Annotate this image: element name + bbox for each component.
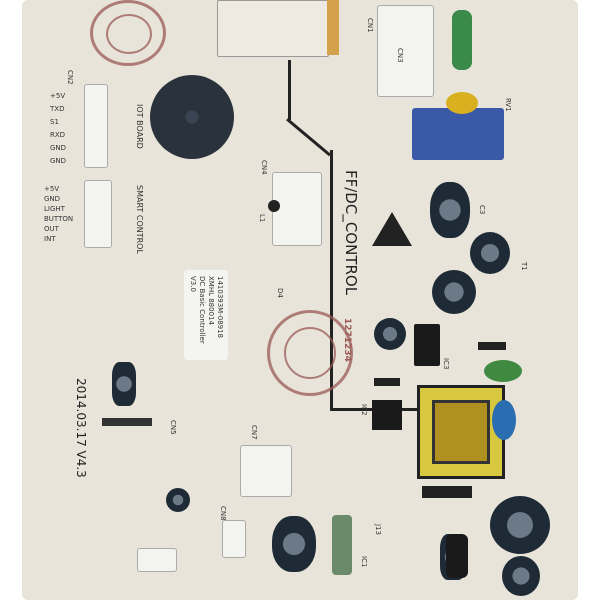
capacitor [374, 318, 406, 350]
cn5-connector[interactable] [137, 548, 177, 572]
bridge-rectifier [372, 400, 402, 430]
diode [478, 342, 506, 350]
silk-j13: J13 [374, 524, 382, 535]
inspection-stamp [90, 0, 166, 66]
inspection-stamp [267, 310, 353, 396]
silk-ic3: IC3 [442, 358, 450, 370]
smart-pin-labels: +5V GND LIGHT BUTTON OUT INT [44, 184, 73, 244]
capacitor [272, 516, 316, 572]
trace [286, 118, 331, 157]
transistor [446, 534, 468, 578]
diode [374, 378, 400, 386]
label-line: XMHL 880014 [207, 276, 215, 325]
capacitor [470, 232, 510, 274]
silk-rv1: RV1 [504, 98, 512, 112]
ic-chip [414, 324, 440, 366]
warning-triangle-icon [372, 212, 412, 246]
silk-l1: L1 [258, 214, 266, 223]
stamp-text: 1271234 [342, 318, 352, 362]
product-label [184, 270, 228, 360]
smart-control-connector[interactable] [84, 180, 112, 248]
pin-header[interactable] [102, 418, 152, 426]
relay [217, 0, 329, 57]
silk-cn8: CN8 [219, 506, 227, 521]
buzzer [150, 75, 234, 159]
pin-label: GND [44, 195, 61, 203]
silk-d4: D4 [276, 288, 284, 298]
label-line: V3.0 [189, 276, 197, 292]
label-line: 1410393M-08918 [216, 276, 224, 339]
silk-cn7: CN7 [250, 425, 258, 440]
pin-label: BUTTON [44, 215, 74, 223]
silk-ic2: IC2 [360, 404, 368, 416]
pin-label: +5V [50, 92, 66, 100]
pin-label: GND [50, 157, 67, 165]
pin-label: INT [44, 235, 56, 243]
date-version: 2014.03.17 V4.3 [74, 378, 88, 478]
product-label-text: 1410393M-08918 XMHL 880014 DC Basic Cont… [188, 276, 224, 344]
silk-cn5: CN5 [169, 420, 177, 435]
iot-connector-name: IOT BOARD [135, 104, 144, 149]
silk-cn1: CN1 [366, 18, 374, 33]
capacitor [490, 496, 550, 554]
capacitor [112, 362, 136, 406]
pin-label: GND [50, 144, 67, 152]
silk-ic1: IC1 [360, 556, 368, 568]
diode [422, 486, 472, 498]
pin-label: LIGHT [44, 205, 65, 213]
silk-t1: T1 [520, 262, 528, 271]
trace [330, 150, 333, 410]
silk-cn3: CN3 [396, 48, 404, 63]
trace [288, 60, 291, 120]
capacitor [430, 182, 470, 238]
smart-connector-name: SMART CONTROL [135, 185, 144, 254]
cn8-connector[interactable] [222, 520, 246, 558]
cn-bottom-connector[interactable] [240, 445, 292, 497]
silk-cn2: CN2 [66, 70, 74, 85]
capacitor [432, 270, 476, 314]
pin-label: +5V [44, 185, 60, 193]
pin-label: OUT [44, 225, 59, 233]
silk-c3: C3 [478, 205, 486, 215]
pcb-board: 1271234 IOT BOARD +5V TXD S1 RXD GND GND… [22, 0, 578, 600]
pin-label: S1 [50, 118, 59, 126]
capacitor [502, 556, 540, 596]
pin-label: RXD [50, 131, 66, 139]
cn1-connector[interactable] [377, 5, 434, 97]
pin-label: TXD [50, 105, 65, 113]
varistor [446, 92, 478, 114]
led [268, 200, 280, 212]
board-title: FF/DC_CONTROL [342, 170, 360, 296]
inductor [332, 515, 352, 575]
iot-pin-labels: +5V TXD S1 RXD GND GND [50, 90, 66, 168]
capacitor [166, 488, 190, 512]
relay-coil [327, 0, 339, 55]
green-capacitor [484, 360, 522, 382]
silk-cn4: CN4 [260, 160, 268, 175]
cn4-connector[interactable] [272, 172, 322, 246]
transformer-core [432, 400, 490, 464]
resistor [452, 10, 472, 70]
label-line: DC Basic Controller [198, 276, 206, 344]
y-capacitor [492, 400, 516, 440]
iot-connector[interactable] [84, 84, 108, 168]
x-capacitor [412, 108, 504, 160]
